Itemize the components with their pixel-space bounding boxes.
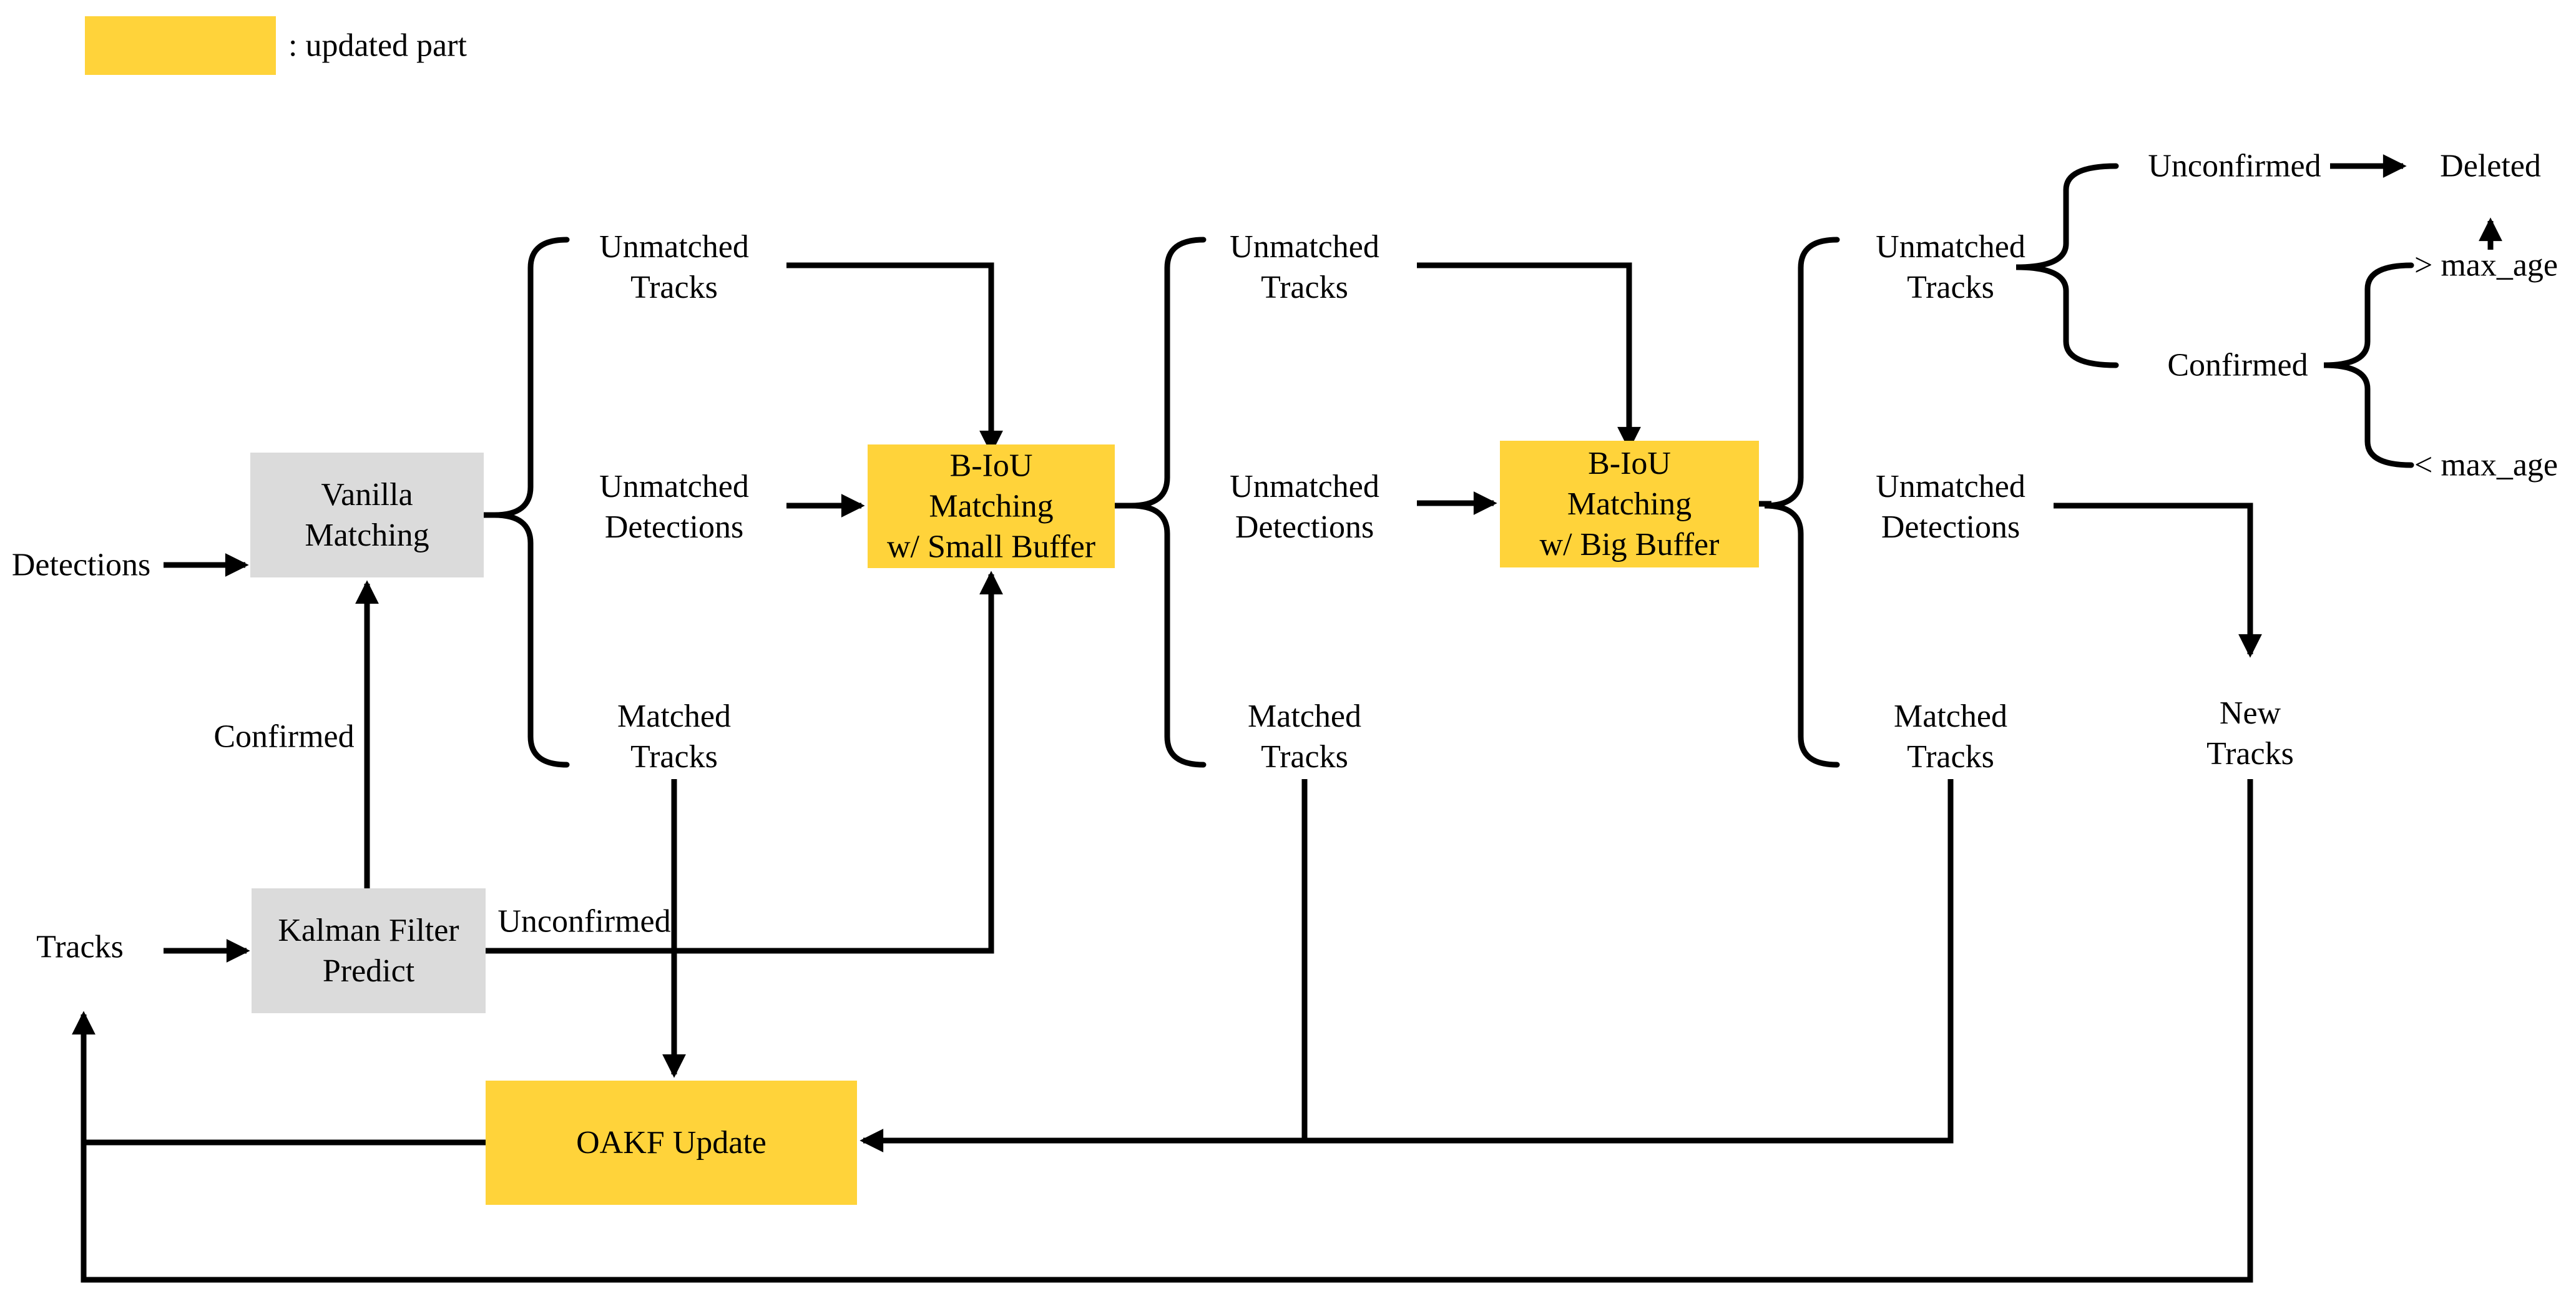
label-detections-text-line: Detections <box>12 547 150 583</box>
node-biou-matching-big-buffer-text-line: Matching <box>1567 486 1692 522</box>
label-unmatched-detections-1-text-line: Detections <box>605 509 743 545</box>
node-vanilla-matching-text-line: Matching <box>305 518 429 553</box>
label-confirmed-text-line: Confirmed <box>213 719 354 755</box>
label-unmatched-tracks-2-text-line: Tracks <box>1261 270 1348 305</box>
label-matched-tracks-1-text-line: Tracks <box>630 739 718 775</box>
braces-layer <box>494 163 2414 768</box>
label-matched-tracks-3-text-line: Matched <box>1894 699 2007 734</box>
node-legend-swatch <box>85 16 276 75</box>
label-unmatched-detections-2-text-line: Unmatched <box>1230 469 1379 504</box>
label-unconfirmed-final: Unconfirmed <box>2148 149 2321 184</box>
label-unconfirmed: Unconfirmed <box>497 904 670 940</box>
label-unmatched-detections-3-text-line: Unmatched <box>1876 469 2025 504</box>
node-vanilla-matching-text-line: Vanilla <box>321 477 413 513</box>
node-biou-matching-big-buffer-text-line: B-IoU <box>1588 446 1671 481</box>
label-unmatched-tracks-1-text-line: Unmatched <box>599 229 749 265</box>
label-unconfirmed-final-text-line: Unconfirmed <box>2148 149 2321 184</box>
label-unmatched-detections-2-text-line: Detections <box>1235 509 1374 545</box>
brace-confirmed-final-split <box>2323 262 2414 468</box>
node-biou-matching-small-buffer-text-line: B-IoU <box>950 448 1033 484</box>
label-lt-max-age-text-line: < max_age <box>2414 448 2558 483</box>
label-tracks: Tracks <box>36 930 124 965</box>
brace-vanilla-outputs <box>494 237 570 768</box>
node-vanilla-matching-box <box>250 453 484 577</box>
label-unmatched-tracks-2-text-line: Unmatched <box>1230 229 1379 265</box>
label-unmatched-tracks-3-text-line: Unmatched <box>1876 229 2025 265</box>
edges-layer <box>72 154 2502 1283</box>
edge-new-tracks-feedback-to-tracks <box>72 779 2253 1283</box>
label-confirmed: Confirmed <box>213 719 354 755</box>
node-biou-matching-big-buffer-text-line: w/ Big Buffer <box>1540 527 1720 562</box>
edge-unconfirmed-kalman-to-small-buffer-bottom <box>486 571 1003 954</box>
node-oakf-update-box <box>486 1081 857 1205</box>
label-matched-tracks-3-text-line: Tracks <box>1907 739 1994 775</box>
node-biou-matching-small-buffer-box <box>868 444 1115 568</box>
edge-unmatched-detections-3-to-new-tracks <box>2054 503 2262 658</box>
node-kalman-filter-predict-box <box>252 888 486 1013</box>
label-unmatched-detections-1-text-line: Unmatched <box>599 469 749 504</box>
brace-small-buffer-outputs <box>1130 237 1207 768</box>
edge-unmatched-tracks-2-to-big-buffer-top <box>1417 262 1641 451</box>
brace-unmatched-tracks-3-split <box>2015 163 2119 368</box>
label-matched-tracks-2-text-line: Matched <box>1248 699 1361 734</box>
node-biou-matching-small-buffer-text-line: w/ Small Buffer <box>887 529 1095 565</box>
node-kalman-filter-predict-text-line: Predict <box>323 953 415 989</box>
label-confirmed-final-text-line: Confirmed <box>2167 348 2308 383</box>
label-legend-caption: : updated part <box>288 28 467 64</box>
label-matched-tracks-1-text-line: Matched <box>617 699 731 734</box>
label-lt-max-age: < max_age <box>2414 448 2558 483</box>
label-unconfirmed-text-line: Unconfirmed <box>497 904 670 940</box>
label-confirmed-final: Confirmed <box>2167 348 2308 383</box>
label-unmatched-detections-3-text-line: Detections <box>1881 509 2020 545</box>
node-biou-matching-small-buffer: B-IoU Matching w/ Small Buffer <box>868 444 1115 568</box>
brace-big-buffer-outputs <box>1764 237 1840 768</box>
label-gt-max-age-text-line: > max_age <box>2414 248 2558 283</box>
node-kalman-filter-predict-text-line: Kalman Filter <box>278 913 459 948</box>
node-oakf-update-text-line: OAKF Update <box>576 1125 766 1161</box>
label-unmatched-tracks-1-text-line: Tracks <box>630 270 718 305</box>
label-legend-caption-text-line: : updated part <box>288 28 467 64</box>
label-new-tracks-text-line: Tracks <box>2206 736 2294 772</box>
node-oakf-update: OAKF Update <box>486 1081 857 1205</box>
label-gt-max-age: > max_age <box>2414 248 2558 283</box>
label-unmatched-tracks-3-text-line: Tracks <box>1907 270 1994 305</box>
label-matched-tracks-2-text-line: Tracks <box>1261 739 1348 775</box>
node-biou-matching-big-buffer-box <box>1500 441 1759 567</box>
node-biou-matching-big-buffer: B-IoU Matching w/ Big Buffer <box>1500 441 1759 567</box>
label-tracks-text-line: Tracks <box>36 930 124 965</box>
labels-layer: : updated partDetectionsTracksConfirmedU… <box>12 28 2558 965</box>
node-biou-matching-small-buffer-text-line: Matching <box>929 489 1053 524</box>
label-detections: Detections <box>12 547 150 583</box>
edge-unmatched-tracks-1-to-small-buffer-top <box>786 262 1003 454</box>
label-deleted-text-line: Deleted <box>2440 149 2541 184</box>
edge-matched-tracks-3-to-oakf-right <box>859 779 1954 1152</box>
label-deleted: Deleted <box>2440 149 2541 184</box>
node-legend-swatch-box <box>85 16 276 75</box>
label-new-tracks-text-line: New <box>2220 695 2281 731</box>
